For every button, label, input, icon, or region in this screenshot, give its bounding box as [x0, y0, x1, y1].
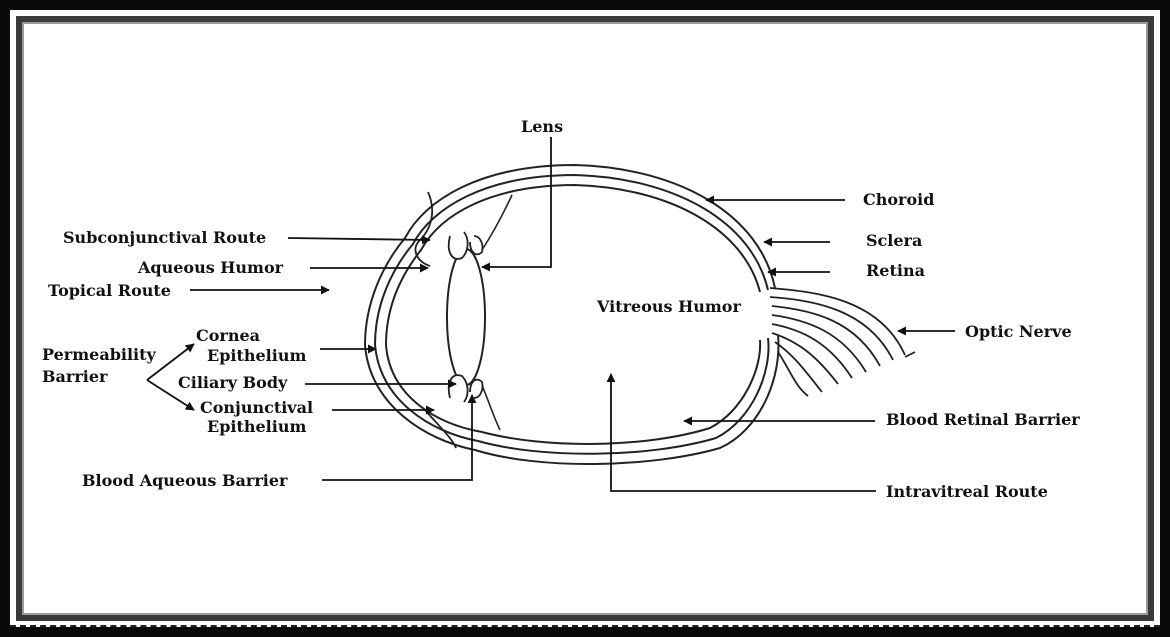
conjunctival-epithelium-label: Epithelium	[207, 417, 306, 436]
retina-label: Retina	[866, 261, 925, 280]
conjunctival-label: Conjunctival	[200, 398, 313, 417]
sclera-label: Sclera	[866, 231, 922, 250]
blood-retinal-barrier-label: Blood Retinal Barrier	[886, 410, 1080, 429]
optic-nerve-fibres	[770, 288, 915, 396]
cornea-epithelium-label: Epithelium	[207, 346, 306, 365]
blood-aqueous-barrier-label: Blood Aqueous Barrier	[82, 471, 288, 490]
ciliary-body-label: Ciliary Body	[178, 373, 288, 392]
optic-nerve-label: Optic Nerve	[965, 322, 1072, 341]
intravitreal-route-label: Intravitreal Route	[886, 482, 1048, 501]
subconjunctival-route-label: Subconjunctival Route	[63, 228, 266, 247]
barrier-label: Barrier	[42, 367, 108, 386]
lens-pointer	[482, 137, 551, 267]
permeability-label: Permeability	[42, 345, 157, 364]
topical-route-label: Topical Route	[48, 281, 171, 300]
leader-lines	[147, 137, 955, 491]
subconjunctival-route-pointer	[288, 238, 430, 240]
lens-label: Lens	[521, 117, 563, 136]
aqueous-humor-label: Aqueous Humor	[137, 258, 284, 277]
vitreous-humor-label: Vitreous Humor	[596, 297, 741, 316]
cornea-label: Cornea	[196, 326, 260, 345]
lens-shape	[447, 249, 485, 385]
zonule-lines	[482, 195, 512, 430]
choroid-label: Choroid	[863, 190, 934, 209]
